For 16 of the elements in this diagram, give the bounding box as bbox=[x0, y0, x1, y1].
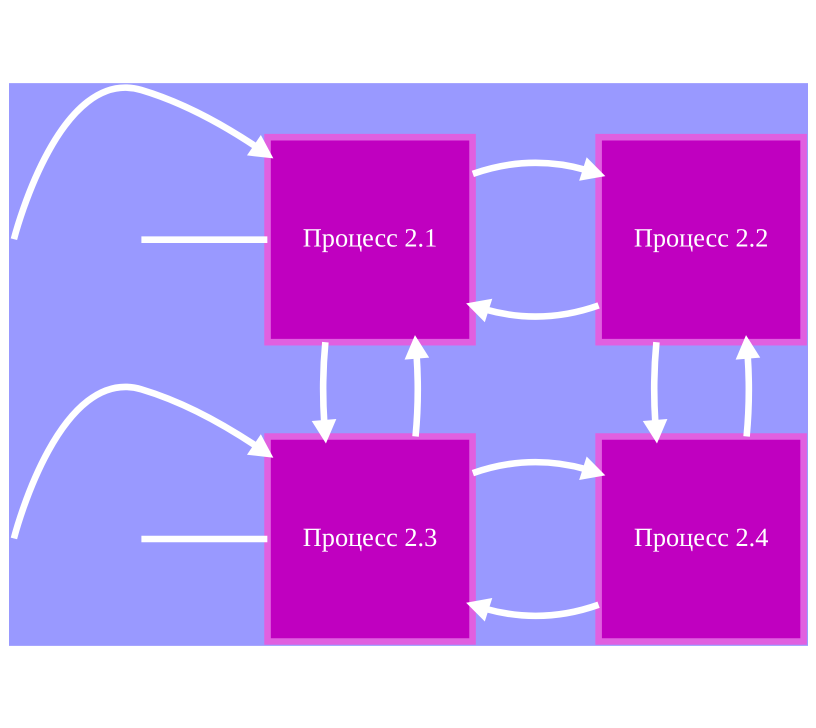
arrow bbox=[642, 341, 667, 443]
arrow bbox=[466, 598, 600, 622]
arrow bbox=[471, 156, 605, 180]
connector bbox=[140, 236, 267, 242]
arrow bbox=[10, 383, 273, 539]
arrow bbox=[404, 334, 429, 436]
node-box: Процесс 2.2 bbox=[594, 133, 806, 345]
node-box: Процесс 2.1 bbox=[264, 133, 476, 345]
arrow bbox=[735, 334, 760, 436]
node-box: Процесс 2.3 bbox=[264, 432, 476, 644]
arrow bbox=[471, 456, 605, 480]
connector bbox=[140, 535, 267, 542]
node-box: Процесс 2.4 bbox=[594, 432, 806, 644]
arrow bbox=[466, 298, 600, 322]
arrow bbox=[311, 341, 336, 443]
arrow bbox=[10, 84, 273, 240]
